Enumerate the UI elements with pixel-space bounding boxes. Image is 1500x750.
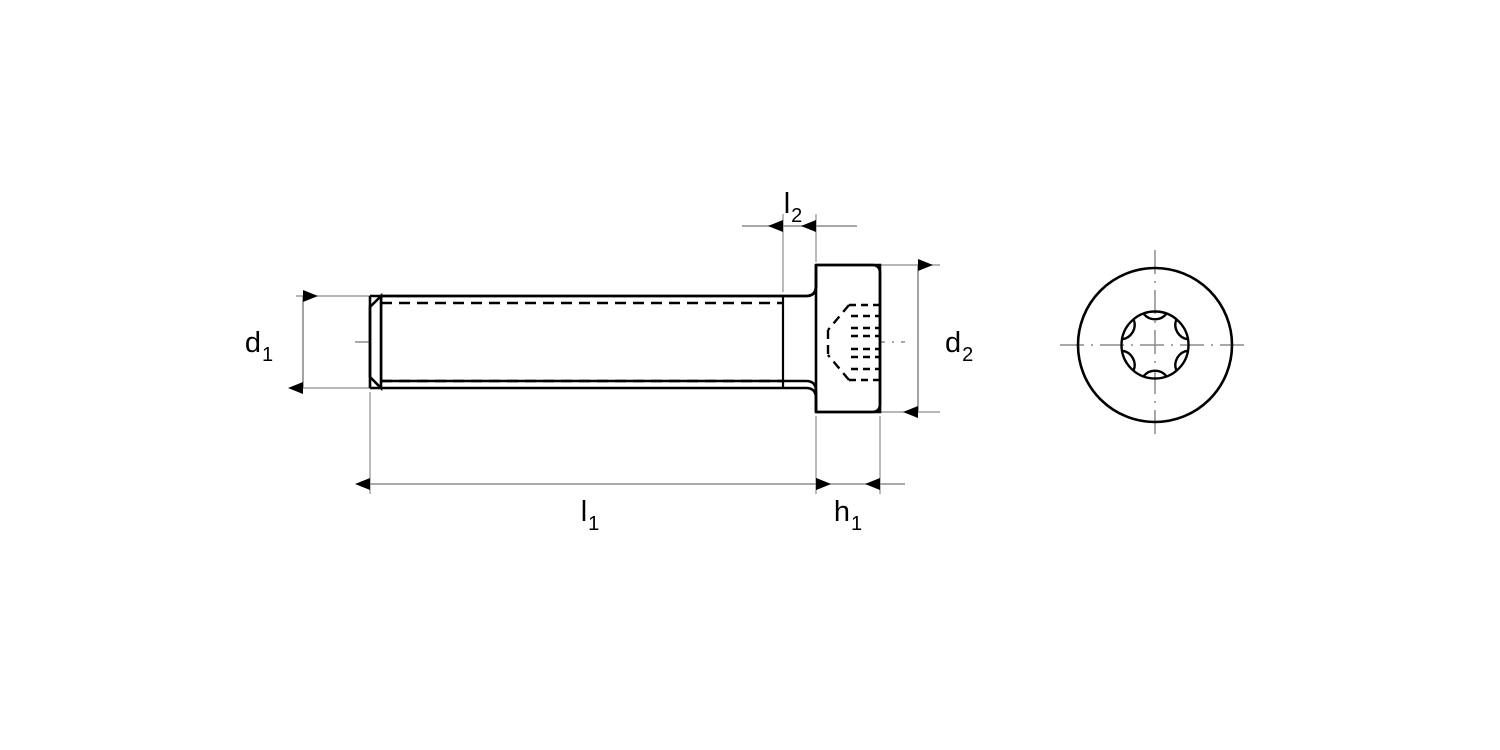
dimension-label-l2: l2 [784,188,803,227]
dimension-arrow-h1-inner [816,478,831,490]
dimension-d1: d1 [245,290,318,394]
thread-root-hidden-lines [381,301,783,383]
dimension-h1: h1 [816,478,905,535]
six-lobe-torx-recess [1121,312,1189,378]
dimension-d2: d2 [903,259,973,418]
torx-lobe-arc-3 [1174,349,1189,372]
torx-lobe-arc-4 [1142,369,1168,378]
dimension-label-d1: d1 [245,327,273,366]
torx-recess-circle [1120,310,1190,380]
dimension-l2: l2 [742,188,857,232]
dimension-label-d2: d2 [945,327,973,366]
dimension-label-h1: h1 [834,496,862,535]
side-elevation-view: d1 d2 l1 l2 [245,188,973,535]
shank-chamfer-face [368,292,383,392]
torx-recess-hidden-side [826,303,880,382]
recess-cone-bottom [827,354,850,381]
head-outer-circle [1076,266,1234,424]
torx-lobe-arc-6 [1121,318,1136,341]
torx-lobe-arc-2 [1174,318,1189,341]
head-outline [816,263,882,414]
dimension-l1: l1 [355,478,831,535]
dimension-label-l1: l1 [581,496,600,535]
torx-lobe-arc-1 [1142,312,1168,321]
recess-cone-top [827,304,850,331]
torx-lobe-arc-5 [1121,349,1136,372]
end-view [1060,250,1250,440]
extension-lines-group [296,214,940,494]
